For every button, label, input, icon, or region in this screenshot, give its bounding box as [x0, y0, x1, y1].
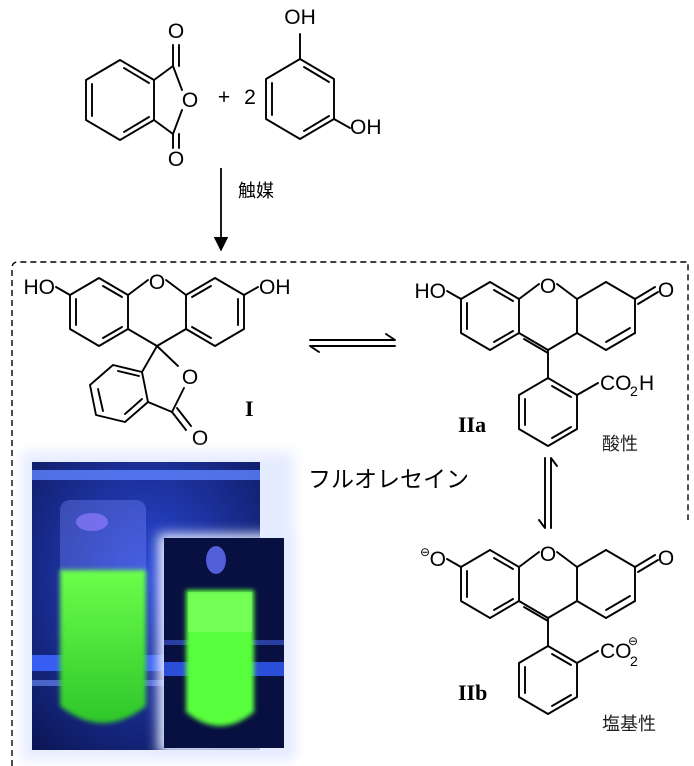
fluorescein-base-form-structure: O O ⊖ O CO 2 ⊖	[420, 543, 674, 715]
phenoxide-oxygen: O	[430, 548, 446, 571]
acid-form-carboxyl-CO: CO	[600, 372, 632, 395]
acid-form-hydroxyl: HO	[415, 280, 447, 303]
phenoxide-charge: ⊖	[420, 545, 430, 559]
lactone-carbonyl-oxygen: O	[192, 427, 208, 450]
label-base-form-IIb: IIb	[458, 680, 487, 705]
acid-form-carbonyl-oxygen: O	[658, 279, 674, 302]
label-acid-form-IIa: IIa	[458, 412, 486, 437]
acid-form-carboxyl-H: H	[639, 372, 654, 395]
lactone-hydroxyl-right: OH	[259, 276, 291, 299]
equilibrium-arrows-I-IIa	[309, 333, 396, 353]
lactone-xanthene-oxygen: O	[149, 271, 165, 294]
base-form-carboxylate-subscript: 2	[630, 653, 638, 669]
carbonyl-oxygen-bottom: O	[168, 148, 184, 171]
carboxylate-charge: ⊖	[628, 634, 638, 648]
equilibrium-arrows-IIa-IIb	[538, 457, 558, 529]
label-lactone-I: I	[245, 396, 254, 421]
lactone-hydroxyl-left: HO	[24, 276, 56, 299]
fluorescence-photo	[22, 452, 294, 760]
resorcinol-structure: OH OH	[265, 6, 382, 140]
base-form-carbonyl-oxygen: O	[658, 547, 674, 570]
acid-form-xanthene-oxygen: O	[540, 275, 556, 298]
lactone-ring-oxygen: O	[182, 366, 198, 389]
condition-acidic: 酸性	[602, 434, 638, 455]
anhydride-ring-oxygen: O	[182, 89, 198, 112]
base-form-carboxylate-CO: CO	[600, 640, 632, 663]
base-form-xanthene-oxygen: O	[540, 543, 556, 566]
plus-sign: +	[218, 86, 230, 109]
resorcinol-hydroxyl-top: OH	[284, 6, 316, 29]
fluorescein-dashed-frame	[11, 261, 689, 766]
stoichiometric-coefficient: 2	[244, 86, 256, 109]
fluorescein-acid-form-structure: O O HO CO 2 H	[415, 275, 674, 447]
condition-basic: 塩基性	[602, 714, 656, 735]
fluorescein-lactone-structure: O HO OH O O	[24, 271, 291, 450]
acid-form-carboxyl-subscript: 2	[630, 383, 638, 399]
phthalic-anhydride-structure: O O O	[85, 20, 198, 171]
compound-name: フルオレセイン	[308, 467, 469, 493]
resorcinol-hydroxyl-right: OH	[350, 116, 382, 139]
catalyst-label: 触媒	[238, 181, 274, 202]
carbonyl-oxygen-top: O	[168, 20, 184, 43]
